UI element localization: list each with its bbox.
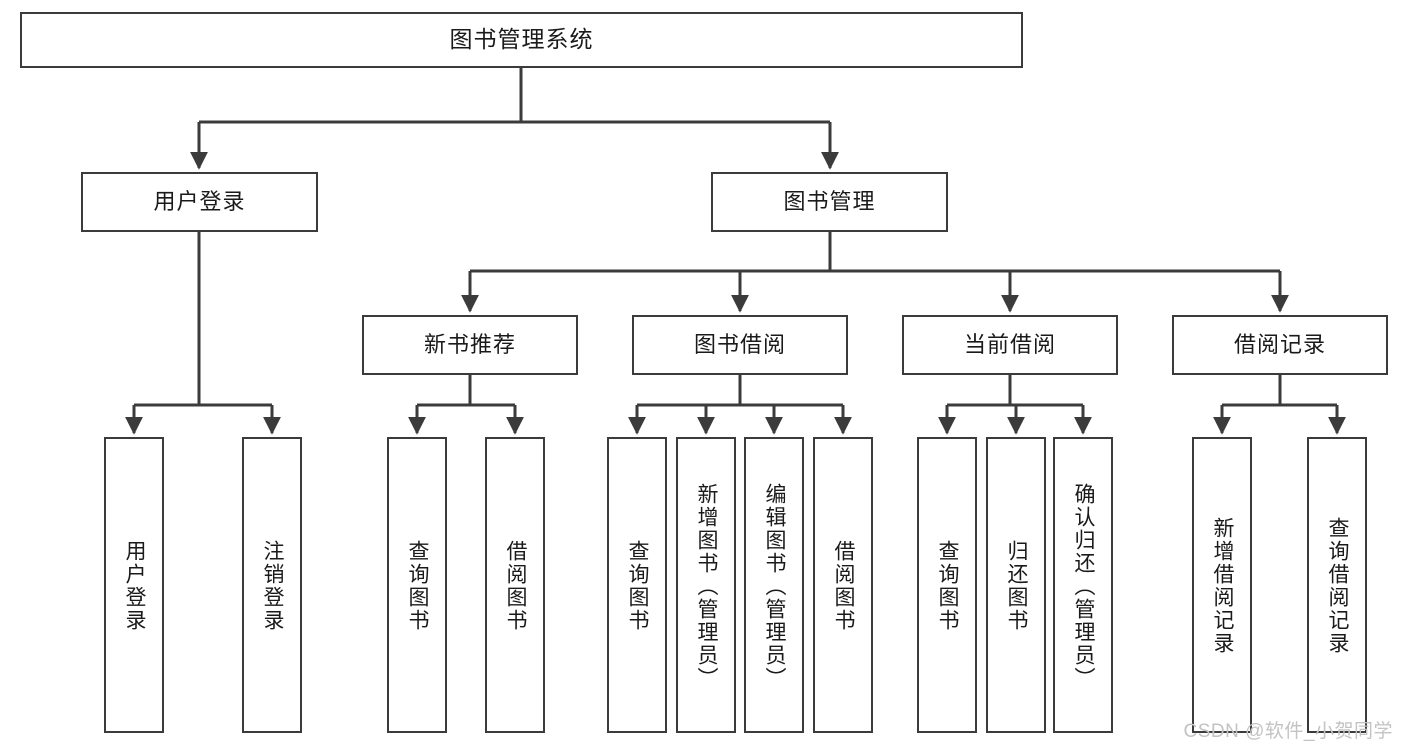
node-book-borrow-label: 图书借阅: [693, 331, 786, 357]
node-current-borrow[interactable]: 当前借阅: [902, 315, 1118, 375]
node-leaf-borrow-book[interactable]: 借阅图书: [813, 437, 873, 733]
node-leaf-query-book-rec[interactable]: 查询图书: [387, 437, 447, 733]
node-book-borrow[interactable]: 图书借阅: [632, 315, 848, 375]
node-book-manage[interactable]: 图书管理: [711, 172, 948, 232]
node-leaf-edit-book[interactable]: 编辑图书（管理员）: [744, 437, 804, 733]
node-leaf-return-book[interactable]: 归还图书: [986, 437, 1046, 733]
node-leaf-confirm-return-label: 确认归还（管理员）: [1072, 482, 1096, 690]
node-user-login-label: 用户登录: [153, 188, 246, 214]
node-leaf-query-book-borrow-label: 查询图书: [626, 540, 650, 632]
node-leaf-query-book-borrow[interactable]: 查询图书: [607, 437, 667, 733]
node-user-login[interactable]: 用户登录: [81, 172, 318, 232]
node-leaf-query-borrow-record[interactable]: 查询借阅记录: [1307, 437, 1367, 733]
node-leaf-borrow-book-rec-label: 借阅图书: [504, 540, 528, 632]
node-borrow-record[interactable]: 借阅记录: [1172, 315, 1388, 375]
node-leaf-query-book-current[interactable]: 查询图书: [917, 437, 977, 733]
node-leaf-user-login[interactable]: 用户登录: [104, 437, 164, 733]
node-leaf-borrow-book-rec[interactable]: 借阅图书: [485, 437, 545, 733]
node-leaf-user-logout[interactable]: 注销登录: [242, 437, 302, 733]
csdn-watermark: CSDN @软件_小贺同学: [1183, 721, 1393, 742]
node-leaf-query-borrow-record-label: 查询借阅记录: [1326, 517, 1350, 655]
node-root-label: 图书管理系统: [449, 26, 594, 53]
node-leaf-query-book-rec-label: 查询图书: [406, 540, 430, 632]
node-leaf-return-book-label: 归还图书: [1005, 540, 1029, 632]
node-leaf-query-book-current-label: 查询图书: [936, 540, 960, 632]
node-new-book-recommend-label: 新书推荐: [423, 331, 516, 357]
node-new-book-recommend[interactable]: 新书推荐: [362, 315, 578, 375]
node-leaf-add-book-label: 新增图书（管理员）: [695, 482, 719, 690]
node-leaf-edit-book-label: 编辑图书（管理员）: [763, 482, 787, 690]
node-root[interactable]: 图书管理系统: [20, 12, 1023, 68]
node-leaf-confirm-return[interactable]: 确认归还（管理员）: [1053, 437, 1113, 733]
node-leaf-user-login-label: 用户登录: [123, 540, 147, 632]
node-borrow-record-label: 借阅记录: [1233, 331, 1326, 357]
node-leaf-add-borrow-record-label: 新增借阅记录: [1211, 517, 1235, 655]
node-leaf-borrow-book-label: 借阅图书: [832, 540, 856, 632]
node-leaf-add-borrow-record[interactable]: 新增借阅记录: [1192, 437, 1252, 733]
node-leaf-add-book[interactable]: 新增图书（管理员）: [676, 437, 736, 733]
node-book-manage-label: 图书管理: [783, 188, 876, 214]
node-leaf-user-logout-label: 注销登录: [261, 540, 285, 632]
node-current-borrow-label: 当前借阅: [963, 331, 1056, 357]
